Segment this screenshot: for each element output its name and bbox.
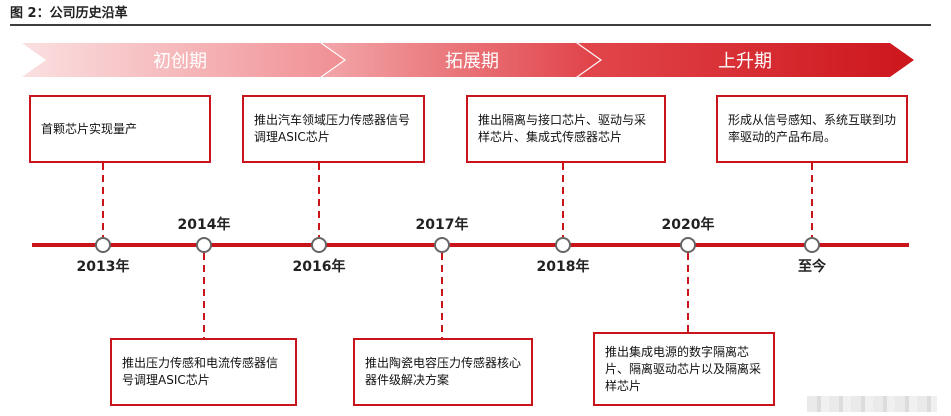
year-label-2020: 2020年 [662, 216, 715, 233]
event-text-2017: 推出陶瓷电容压力传感器核心器件级解决方案 [365, 356, 522, 387]
phase-arrow-1 [22, 43, 344, 77]
event-text-2020: 推出集成电源的数字隔离芯片、隔离驱动芯片以及隔离采样芯片 [605, 344, 762, 393]
year-label-2013: 2013年 [77, 258, 130, 275]
event-box-2014: 推出压力传感和电流传感器信号调理ASIC芯片 [110, 338, 297, 406]
event-box-now: 形成从信号感知、系统互联到功率驱动的产品布局。 [716, 95, 908, 163]
event-text-2018: 推出隔离与接口芯片、驱动与采样芯片、集成式传感器芯片 [478, 113, 647, 144]
year-label-now: 至今 [798, 258, 826, 275]
figure-title: 图 2：公司历史沿革 [10, 6, 128, 21]
year-marker-2017 [434, 237, 450, 253]
year-marker-now [804, 237, 820, 253]
event-text-2013: 首颗芯片实现量产 [41, 121, 138, 136]
year-label-2017: 2017年 [416, 216, 469, 233]
year-label-2018: 2018年 [537, 258, 590, 275]
title-rule [10, 24, 931, 26]
year-marker-2020 [680, 237, 696, 253]
year-marker-2016 [311, 237, 327, 253]
watermark [807, 396, 937, 412]
phase-label-startup: 初创期 [153, 51, 207, 72]
year-marker-2013 [95, 237, 111, 253]
phase-label-expansion: 拓展期 [445, 51, 499, 72]
event-box-2016: 推出汽车领域压力传感器信号调理ASIC芯片 [242, 95, 425, 163]
phase-label-growth: 上升期 [718, 51, 772, 72]
event-text-2014: 推出压力传感和电流传感器信号调理ASIC芯片 [122, 356, 279, 387]
event-box-2017: 推出陶瓷电容压力传感器核心器件级解决方案 [353, 338, 533, 406]
year-label-2014: 2014年 [178, 216, 231, 233]
event-box-2013: 首颗芯片实现量产 [29, 95, 211, 163]
event-box-2020: 推出集成电源的数字隔离芯片、隔离驱动芯片以及隔离采样芯片 [593, 332, 775, 406]
year-marker-2014 [196, 237, 212, 253]
event-text-now: 形成从信号感知、系统互联到功率驱动的产品布局。 [728, 113, 897, 144]
phase-arrow-3 [578, 43, 914, 77]
year-marker-2018 [555, 237, 571, 253]
event-box-2018: 推出隔离与接口芯片、驱动与采样芯片、集成式传感器芯片 [466, 95, 666, 163]
year-label-2016: 2016年 [293, 258, 346, 275]
event-text-2016: 推出汽车领域压力传感器信号调理ASIC芯片 [254, 113, 411, 144]
phase-arrow-2 [322, 43, 600, 77]
